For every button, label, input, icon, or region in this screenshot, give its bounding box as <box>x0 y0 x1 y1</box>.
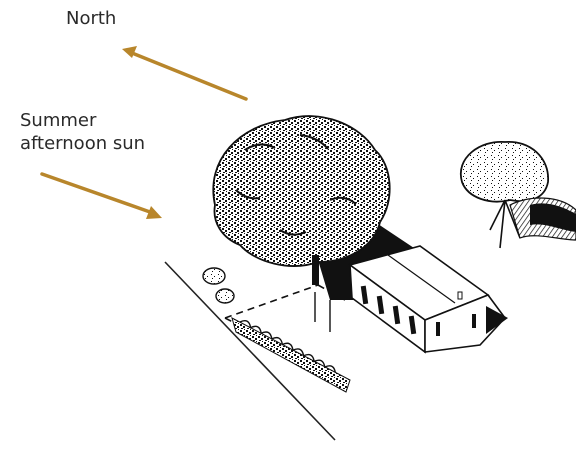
north-arrow-icon <box>122 46 246 99</box>
sun-arrow-icon <box>42 174 162 219</box>
small-tree <box>461 142 576 248</box>
hedge-row <box>232 318 350 392</box>
shrubs <box>203 268 234 303</box>
